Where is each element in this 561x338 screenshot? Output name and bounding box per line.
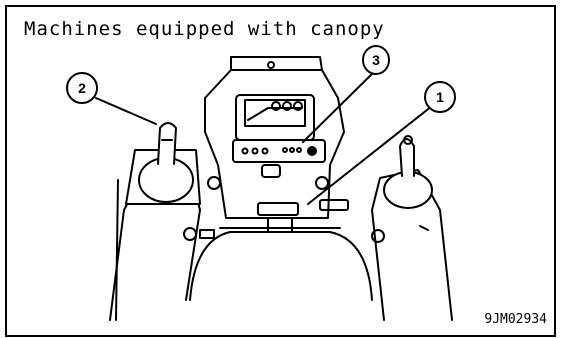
callout-1-label: 1 [436, 89, 444, 105]
callout-3: 3 [363, 46, 389, 74]
callout-3-label: 3 [372, 52, 380, 68]
figure-id: 9JM02934 [484, 312, 547, 327]
left-joystick [110, 123, 214, 320]
monitor-panel [205, 57, 344, 218]
right-joystick [372, 136, 452, 320]
operator-seat [190, 218, 372, 300]
callout-2-label: 2 [78, 80, 86, 96]
callout-2: 2 [67, 73, 97, 103]
callout-1: 1 [425, 82, 455, 112]
